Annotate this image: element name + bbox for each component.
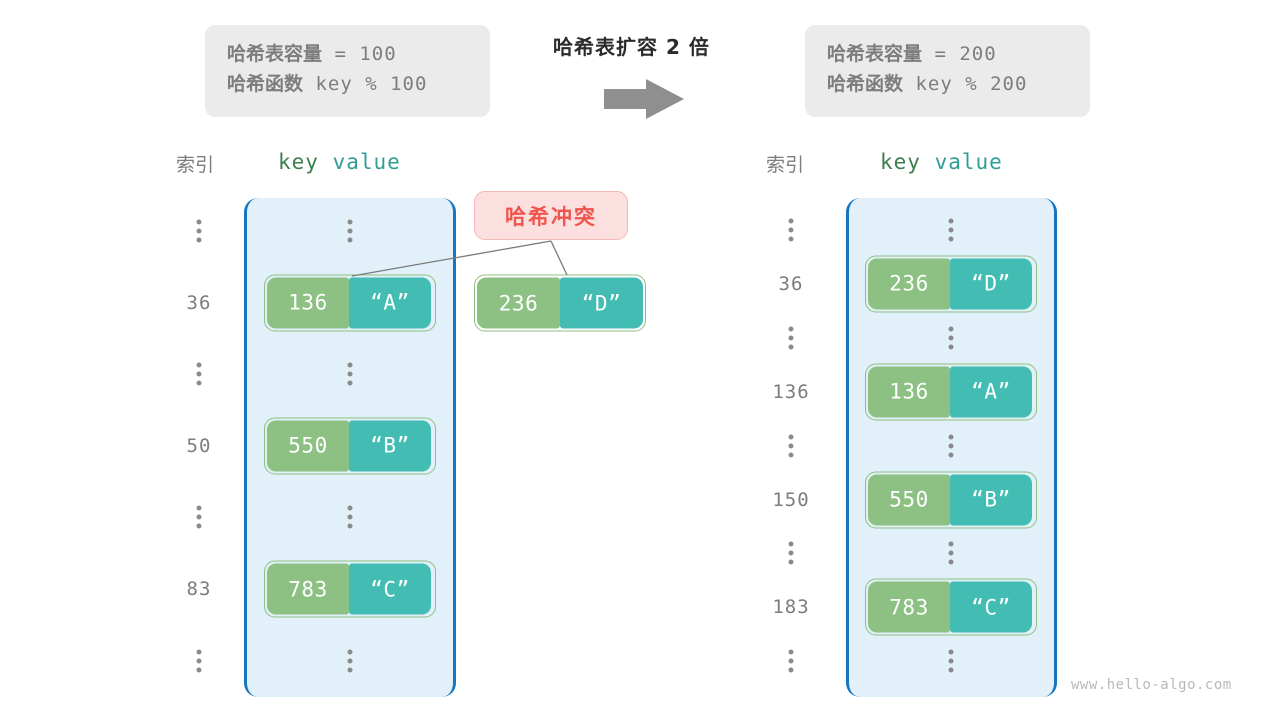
index-ellipsis: [196, 505, 202, 529]
entry-value: “B”: [349, 420, 431, 472]
right-hashfunc-value: key % 200: [915, 73, 1028, 95]
entry-key: 136: [868, 366, 950, 418]
bucket-ellipsis: [948, 326, 954, 350]
right-capacity-label: 哈希表容量: [827, 43, 923, 65]
index-ellipsis: [788, 434, 794, 458]
hash-collision-badge: 哈希冲突: [474, 191, 628, 240]
bucket-index-label: 183: [772, 596, 810, 619]
colliding-entry-key: 236: [477, 277, 560, 329]
left-hashfunc-line: 哈希函数 key % 100: [227, 69, 468, 99]
bucket-index-label: 36: [186, 291, 212, 314]
index-ellipsis: [196, 219, 202, 243]
left-hashfunc-value: key % 100: [315, 73, 428, 95]
entry-key: 136: [267, 277, 349, 329]
bucket-ellipsis: [347, 219, 353, 243]
page-title: 哈希表扩容 2 倍: [553, 35, 710, 59]
right-hashfunc-line: 哈希函数 key % 200: [827, 69, 1068, 99]
left-hashfunc-label: 哈希函数: [227, 73, 304, 95]
entry-key: 236: [868, 258, 950, 310]
entry-value: “B”: [950, 474, 1032, 525]
right-hash-table-config-box: 哈希表容量 = 200 哈希函数 key % 200: [805, 25, 1090, 117]
table-row: 550“B”: [264, 417, 436, 475]
index-ellipsis: [196, 362, 202, 386]
left-value-caption: value: [332, 150, 401, 174]
bucket-ellipsis: [948, 649, 954, 673]
table-row: 236“D”: [865, 255, 1037, 313]
left-kv-caption: key value: [278, 150, 401, 174]
table-row: 783“C”: [264, 560, 436, 618]
colliding-entry-value: “D”: [560, 277, 643, 329]
right-capacity-line: 哈希表容量 = 200: [827, 39, 1068, 69]
bucket-ellipsis: [347, 649, 353, 673]
watermark: www.hello-algo.com: [1071, 677, 1232, 693]
entry-value: “D”: [950, 258, 1032, 310]
left-capacity-line: 哈希表容量 = 100: [227, 39, 468, 69]
entry-value: “C”: [349, 563, 431, 615]
bucket-ellipsis: [347, 362, 353, 386]
entry-value: “A”: [950, 366, 1032, 418]
expand-arrow-icon: [604, 79, 684, 119]
table-row: 136“A”: [264, 274, 436, 332]
index-ellipsis: [788, 218, 794, 242]
left-hash-table-config-box: 哈希表容量 = 100 哈希函数 key % 100: [205, 25, 490, 117]
bucket-index-label: 36: [778, 272, 804, 295]
bucket-index-label: 83: [186, 578, 212, 600]
left-capacity-value: = 100: [334, 43, 397, 65]
bucket-ellipsis: [948, 434, 954, 458]
right-index-caption: 索引: [766, 154, 805, 176]
entry-key: 550: [868, 474, 950, 525]
index-ellipsis: [788, 326, 794, 350]
bucket-index-label: 136: [772, 380, 810, 403]
entry-value: “C”: [950, 581, 1032, 633]
bucket-ellipsis: [948, 541, 954, 565]
left-index-caption: 索引: [176, 154, 215, 176]
table-row: 550“B”: [865, 471, 1037, 528]
entry-key: 783: [868, 581, 950, 633]
right-value-caption: value: [934, 150, 1003, 174]
right-capacity-value: = 200: [934, 43, 997, 65]
right-key-caption: key: [880, 150, 921, 174]
colliding-entry: 236 “D”: [474, 274, 646, 332]
bucket-ellipsis: [948, 218, 954, 242]
right-kv-caption: key value: [880, 150, 1003, 174]
entry-key: 783: [267, 563, 349, 615]
index-ellipsis: [788, 649, 794, 673]
bucket-index-label: 50: [186, 434, 212, 457]
entry-key: 550: [267, 420, 349, 472]
index-ellipsis: [788, 541, 794, 565]
bucket-index-label: 150: [772, 488, 810, 511]
table-row: 136“A”: [865, 363, 1037, 421]
bucket-ellipsis: [347, 505, 353, 529]
table-row: 783“C”: [865, 578, 1037, 636]
right-hashfunc-label: 哈希函数: [827, 73, 904, 95]
index-ellipsis: [196, 649, 202, 673]
left-key-caption: key: [278, 150, 319, 174]
left-capacity-label: 哈希表容量: [227, 43, 323, 65]
entry-value: “A”: [349, 277, 431, 329]
